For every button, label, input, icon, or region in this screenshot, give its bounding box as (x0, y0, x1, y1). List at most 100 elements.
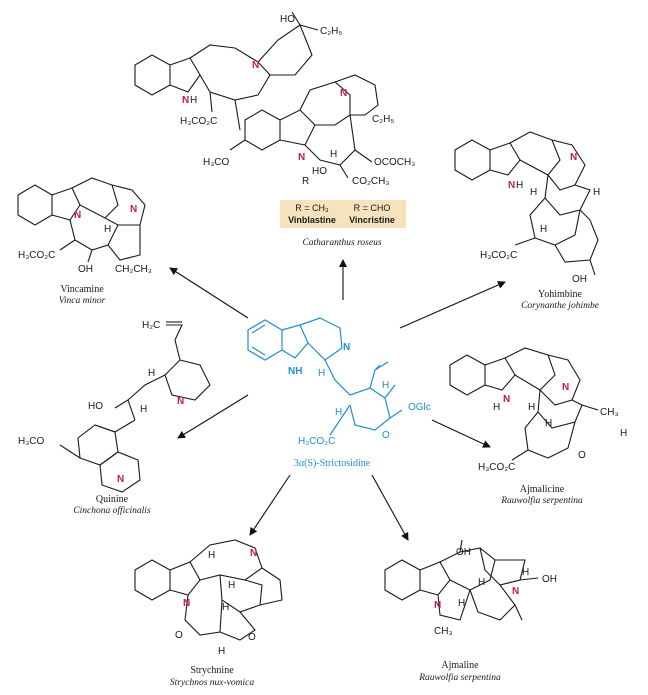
quinine-atom-n1: N (177, 396, 184, 407)
strictosidine-atom-h-left: H (335, 407, 342, 418)
yohimbine-source: Corynanthe johimbe (521, 301, 599, 311)
vinblastine-atom-oh: HO (312, 166, 327, 177)
vincamine-source: Vinca minor (59, 296, 106, 306)
vinblastine-atom-oac: OCOCH₃ (374, 157, 415, 168)
strictosidine-atom-h-right: H (382, 380, 389, 391)
strychnine-atom-h4: H (218, 646, 225, 657)
strictosidine-structure (247, 317, 403, 436)
ajmaline-atom-oh1: OH (456, 547, 471, 558)
strychnine-atom-h2: H (228, 580, 235, 591)
vinblastine-atom-ester1: H₃CO₂C (180, 116, 217, 127)
arrow-to-quinine (177, 394, 249, 439)
quinine-atom-h2: H (148, 368, 155, 379)
ajmalicine-atom-n1: N (503, 394, 510, 405)
vinblastine-atom-n1: N (252, 60, 259, 71)
vinblastine-atom-n2: N (182, 95, 189, 106)
ajmalicine-atom-o: O (578, 450, 586, 461)
strychnine-atom-h1: H (208, 550, 215, 561)
strychnine-atom-o1: O (175, 630, 183, 641)
yohimbine-structure (454, 131, 599, 276)
yohimbine-atom-oh: OH (572, 274, 587, 285)
arrow-to-yohimbine (399, 281, 506, 329)
vinblastine-label-box (280, 200, 406, 228)
ajmalicine-name: Ajmalicine (520, 484, 565, 495)
quinine-atom-vinyl: H₂C (142, 320, 160, 331)
ajmaline-atom-h2: H (458, 598, 465, 609)
strictosidine-name: 3α(S)-Strictosidine (294, 458, 371, 469)
strychnine-structure (134, 539, 283, 641)
vinblastine-atom-n3: N (340, 88, 347, 99)
strictosidine-atom-nh-ring: N (343, 342, 350, 353)
ajmalicine-atom-ester: H₃CO₂C (478, 462, 515, 473)
ajmalicine-source: Rauwolfia serpentina (500, 495, 583, 506)
strychnine-source: Strychnos nux-vomica (170, 678, 254, 688)
yohimbine-atom-ester: H₃CO₂C (480, 250, 517, 261)
vinblastine-atom-n4: N (298, 152, 305, 163)
yohimbine-atom-h3: H (540, 224, 547, 235)
vinblastine-source: Catharanthus roseus (302, 238, 381, 248)
yohimbine-atom-n2: N (570, 152, 577, 163)
vincamine-name: Vincamine (60, 284, 104, 295)
yohimbine-atom-h2: H (593, 187, 600, 198)
arrow-to-vincamine (169, 267, 249, 319)
strychnine-atom-n2: N (183, 598, 190, 609)
ajmaline-atom-n1: N (512, 586, 519, 597)
quinine-atom-h1: H (140, 404, 147, 415)
strictosidine-atom-ester: H₃CO₂C (298, 436, 335, 447)
quinine-source: Cinchona officinalis (73, 505, 151, 516)
ajmalicine-atom-ch3: CH₃ (600, 407, 619, 418)
vinblastine-atom-et2: C₂H₅ (372, 114, 394, 125)
ajmaline-structure (384, 539, 539, 621)
yohimbine-atom-n1: N (508, 180, 515, 191)
ajmaline-name: Ajmaline (441, 660, 479, 671)
quinine-atom-meo: H₃CO (18, 436, 45, 447)
quinine-structure (59, 321, 211, 493)
strictosidine-atom-h-ring: H (318, 368, 325, 379)
arrow-to-ajmalicine (431, 419, 491, 448)
vincamine-atom-n2: N (74, 210, 81, 221)
ajmalicine-atom-h1: H (528, 402, 535, 413)
arrow-to-ajmaline (371, 474, 409, 541)
vinblastine-atom-ester2: CO₂CH₃ (352, 176, 389, 187)
ajmaline-atom-ch3: CH₃ (434, 626, 453, 637)
ajmalicine-atom-n2: N (562, 382, 569, 393)
vinblastine-structure (134, 11, 379, 179)
vinblastine-atom-h2: H (330, 149, 337, 160)
vinblastine-name: Vinblastine (288, 215, 336, 225)
vincristine-name: Vincristine (349, 215, 395, 225)
ajmalicine-atom-h2: H (545, 418, 552, 429)
strictosidine-atom-oglc: OGlc (408, 402, 431, 413)
quinine-atom-n2: N (117, 474, 124, 485)
arrows (169, 259, 506, 541)
vinblastine-atom-ho: HO (280, 14, 295, 25)
ajmaline-atom-h3: H (522, 567, 529, 578)
strictosidine-atom-o-ring: O (382, 430, 390, 441)
yohimbine-atom-h-n: H (516, 180, 523, 191)
ajmalicine-atom-h3: H (620, 428, 627, 439)
ajmalicine-structure (449, 347, 599, 461)
vinblastine-atom-meo: H₃CO (203, 157, 230, 168)
vinblastine-atom-h1: H (190, 95, 197, 106)
yohimbine-atom-h1: H (530, 187, 537, 198)
ajmalicine-atom-h-n: H (493, 402, 500, 413)
ajmaline-source: Rauwolfia serpentina (418, 672, 501, 683)
strychnine-name: Strychnine (190, 665, 234, 676)
ajmaline-atom-n2: N (434, 600, 441, 611)
strychnine-atom-n1: N (250, 548, 257, 559)
vincamine-atom-h: H (104, 224, 111, 235)
strychnine-atom-h3: H (222, 602, 229, 613)
vincamine-atom-ester: H₃CO₂C (18, 250, 55, 261)
strictosidine-atom-nh-indole: NH (288, 366, 302, 377)
vinblastine-r-label-1: R = CH₃ (295, 203, 329, 213)
vinblastine-r-label-2: R = CHO (354, 203, 391, 213)
ajmaline-atom-h1: H (478, 577, 485, 588)
vinblastine-atom-et1: C₂H₅ (320, 26, 342, 37)
strychnine-atom-o2: O (248, 632, 256, 643)
vincamine-structure (17, 177, 146, 263)
arrow-to-strychnine (249, 474, 291, 536)
vincamine-atom-n1: N (130, 204, 137, 215)
yohimbine-name: Yohimbine (538, 289, 583, 300)
ajmaline-atom-oh2: OH (542, 574, 557, 585)
vinblastine-atom-r: R (302, 176, 309, 187)
